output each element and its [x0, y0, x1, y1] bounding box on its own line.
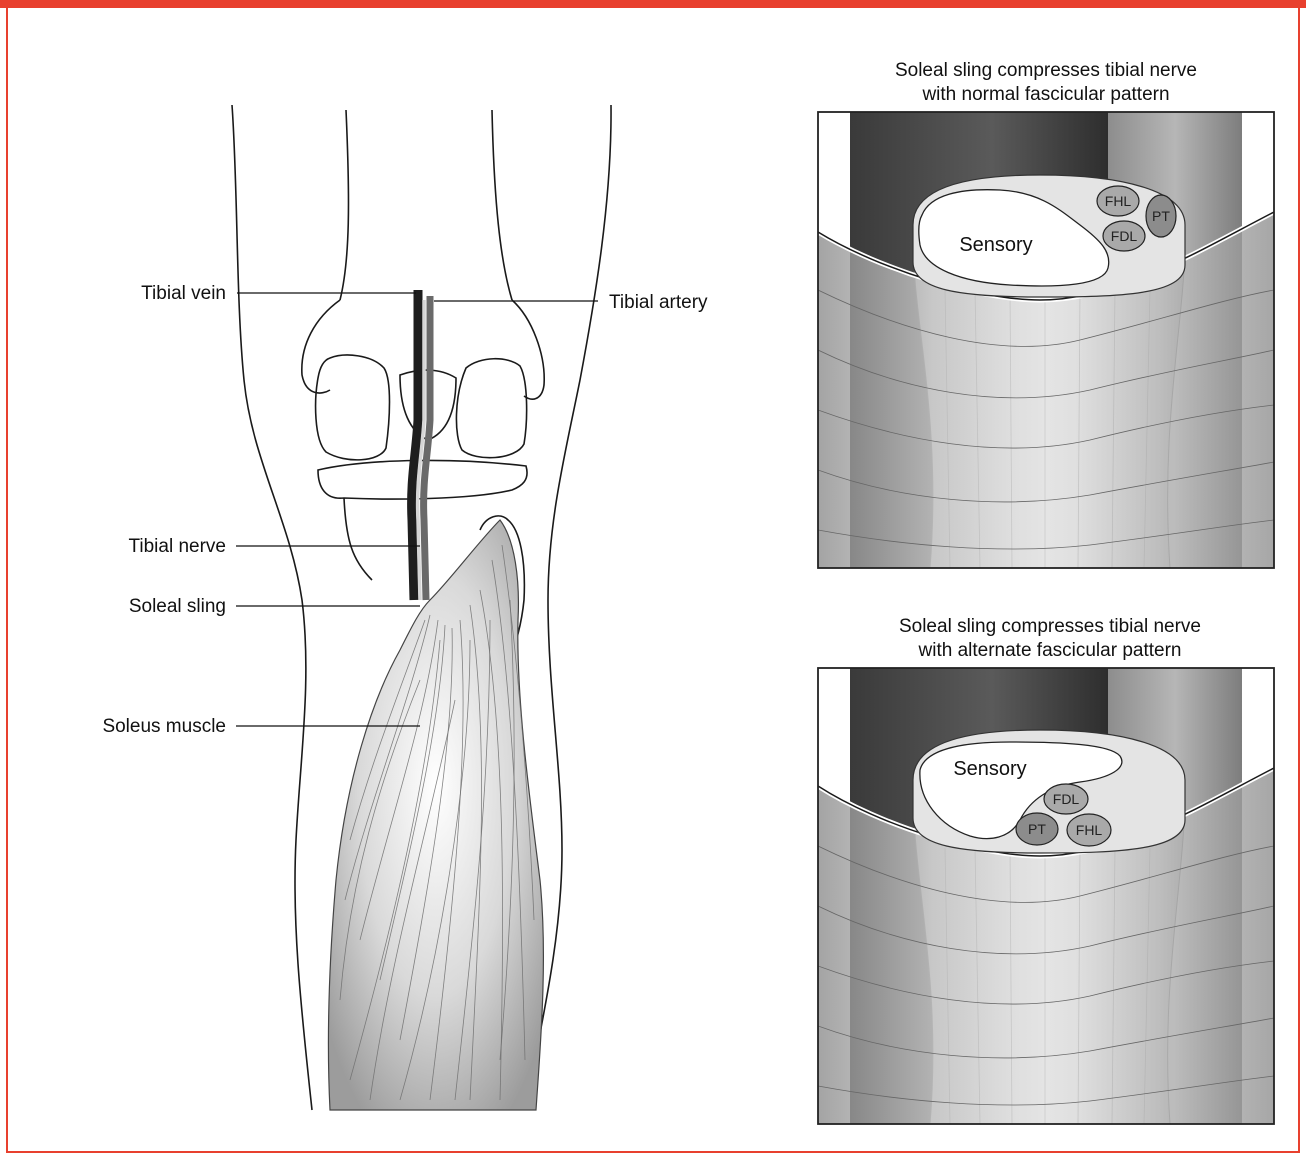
leg-illustration: Tibial vein Tibial artery Tibial nerve S… [102, 105, 708, 1110]
femur-condyle-medial [302, 300, 340, 393]
panel-normal-pattern: Soleal sling compresses tibial nerve wit… [818, 60, 1274, 568]
label-soleal-sling: Soleal sling [129, 596, 226, 617]
tibial-vein-vessel [412, 290, 418, 600]
label-soleus-muscle: Soleus muscle [102, 716, 226, 737]
fdl-label: FDL [1111, 228, 1138, 244]
femur-outline-left [340, 110, 348, 300]
panel-top-title-line1: Soleal sling compresses tibial nerve [895, 60, 1197, 81]
label-tibial-artery: Tibial artery [609, 292, 708, 313]
soleus-muscle [328, 520, 543, 1110]
sensory-label: Sensory [959, 234, 1032, 256]
pt-label: PT [1152, 208, 1170, 224]
femur-outline-right [492, 110, 512, 300]
panel-alternate-pattern: Soleal sling compresses tibial nerve wit… [818, 616, 1274, 1124]
panel-bottom-title-line1: Soleal sling compresses tibial nerve [899, 616, 1201, 637]
leg-outline-left [232, 105, 312, 1110]
tibia-medial-edge [344, 498, 372, 580]
femur-condyle-lateral [512, 300, 544, 399]
fdl-label: FDL [1053, 791, 1080, 807]
fhl-label: FHL [1105, 193, 1132, 209]
pt-label: PT [1028, 821, 1046, 837]
label-tibial-vein: Tibial vein [141, 283, 226, 304]
sensory-label: Sensory [953, 758, 1026, 780]
panel-top-title-line2: with normal fascicular pattern [921, 84, 1169, 105]
fhl-label: FHL [1076, 822, 1103, 838]
panel-bottom-title-line2: with alternate fascicular pattern [918, 640, 1182, 661]
label-tibial-nerve: Tibial nerve [128, 536, 226, 557]
condyle-lateral-bone [456, 359, 526, 458]
condyle-medial-bone [316, 355, 390, 460]
